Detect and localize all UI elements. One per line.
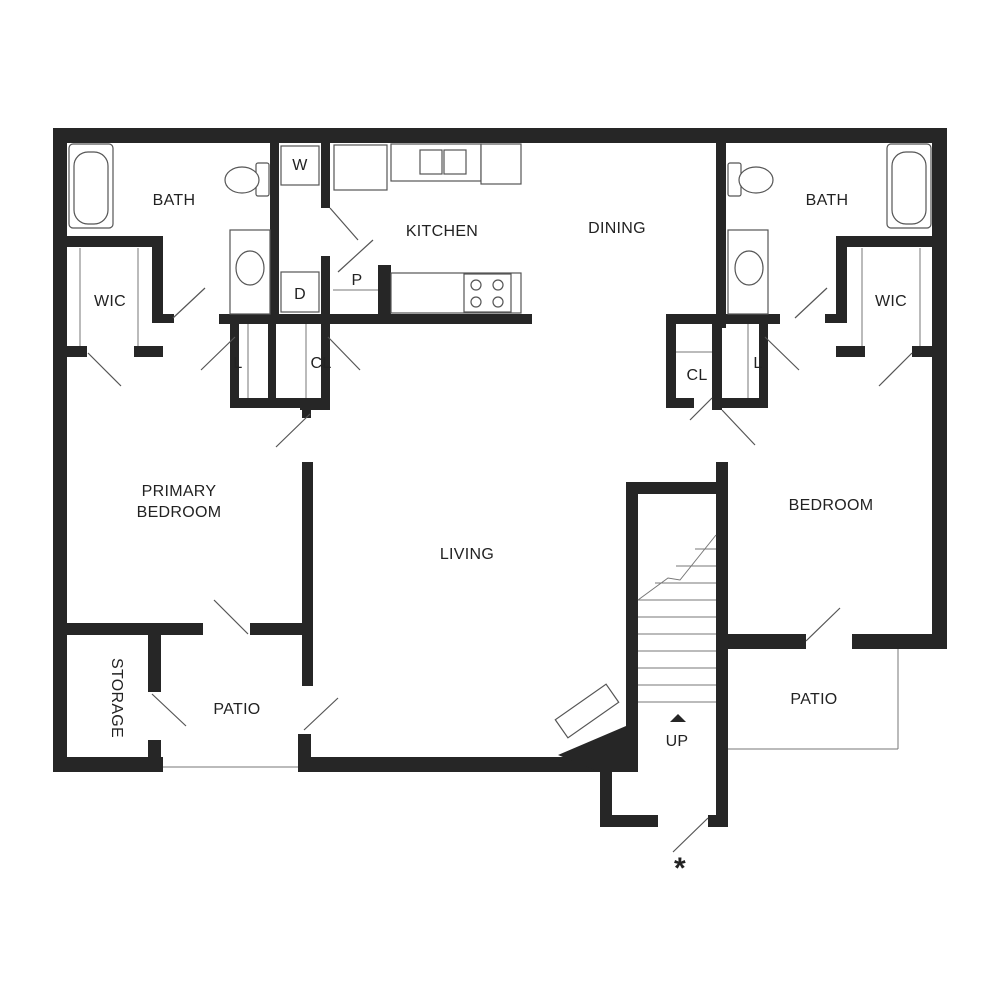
room-labels: BATH W KITCHEN DINING BATH WIC WIC D P L… bbox=[94, 157, 907, 885]
label-linen-right: L bbox=[753, 355, 762, 372]
label-primary-bedroom-1: PRIMARY bbox=[142, 483, 217, 500]
doors bbox=[87, 207, 913, 853]
label-dryer: D bbox=[294, 286, 306, 303]
label-living: LIVING bbox=[440, 546, 494, 563]
label-closet-right: CL bbox=[686, 367, 707, 384]
label-kitchen: KITCHEN bbox=[406, 223, 478, 240]
right-interior-walls bbox=[558, 128, 947, 827]
label-patio-right: PATIO bbox=[790, 691, 837, 708]
label-linen-left: L bbox=[233, 355, 242, 372]
label-pantry: P bbox=[352, 272, 363, 289]
label-primary-bedroom-2: BEDROOM bbox=[137, 504, 222, 521]
label-washer: W bbox=[292, 157, 308, 174]
label-bedroom: BEDROOM bbox=[789, 497, 874, 514]
exterior-walls bbox=[53, 128, 947, 772]
fixtures bbox=[68, 143, 932, 768]
label-closet-left: CL bbox=[310, 355, 331, 372]
label-stairs-up: UP bbox=[666, 733, 689, 750]
label-dining: DINING bbox=[588, 220, 646, 237]
label-wic-right: WIC bbox=[875, 293, 907, 310]
left-interior-walls bbox=[53, 128, 532, 772]
label-bath-right: BATH bbox=[806, 192, 849, 209]
up-arrow-icon bbox=[670, 714, 686, 722]
staircase bbox=[637, 534, 717, 722]
label-storage: STORAGE bbox=[108, 658, 125, 738]
label-patio-left: PATIO bbox=[213, 701, 260, 718]
entry-marker: * bbox=[674, 852, 686, 885]
label-wic-left: WIC bbox=[94, 293, 126, 310]
label-bath-left: BATH bbox=[153, 192, 196, 209]
